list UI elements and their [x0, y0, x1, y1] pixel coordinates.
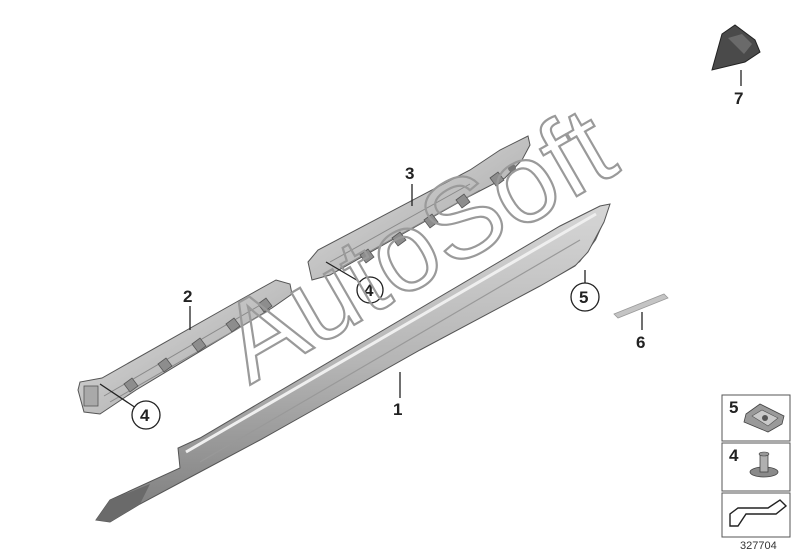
callout-3: 3	[405, 164, 414, 183]
callout-4-lower: 4	[140, 406, 150, 425]
part-1-side-sill-panel	[95, 203, 611, 523]
callout-6: 6	[636, 333, 645, 352]
part-7-corner-trim	[711, 24, 761, 86]
part-6-trim-strip	[613, 293, 669, 330]
legend-label-5: 5	[729, 398, 738, 417]
callout-4-upper-circle	[325, 261, 384, 304]
callout-4-upper: 4	[364, 281, 374, 300]
legend-box-4	[721, 442, 791, 492]
callout-5: 5	[579, 288, 588, 307]
callout-1: 1	[393, 400, 402, 419]
callout-7: 7	[734, 89, 743, 108]
clip-nut-icon	[743, 403, 785, 433]
legend-panel	[721, 394, 791, 538]
legend-label-4: 4	[729, 446, 739, 465]
callout-4-lower-circle	[99, 383, 161, 430]
rivet-icon	[749, 451, 779, 478]
diagram-number: 327704	[740, 540, 777, 552]
callout-2: 2	[183, 287, 192, 306]
part-2-mounting-rail	[77, 279, 293, 415]
arrow-icon	[729, 499, 788, 527]
callout-5-circle	[570, 270, 600, 312]
part-3-mounting-rail	[307, 135, 531, 281]
